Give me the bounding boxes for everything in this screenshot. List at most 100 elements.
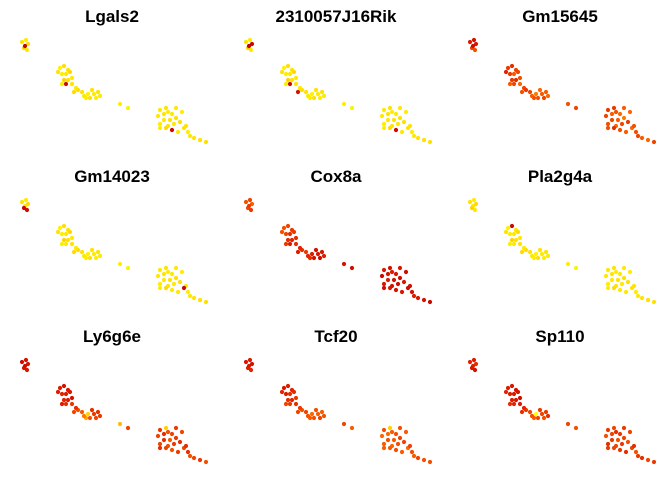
data-point (87, 255, 93, 261)
data-point (289, 397, 295, 403)
data-point (513, 77, 519, 83)
data-point (249, 41, 255, 47)
data-point (177, 279, 183, 285)
data-point (541, 255, 547, 261)
data-point (393, 127, 399, 133)
data-point (509, 383, 515, 389)
data-point (246, 363, 252, 369)
data-point (187, 133, 193, 139)
data-point (157, 281, 163, 287)
data-point (615, 437, 621, 443)
data-point (617, 127, 623, 133)
panel-title: Pla2g4a (527, 167, 593, 186)
data-point (87, 95, 93, 101)
data-point (341, 101, 347, 107)
panel-title: Lgals2 (85, 7, 139, 26)
data-point (543, 89, 549, 95)
data-point (65, 397, 71, 403)
data-point (81, 253, 87, 259)
data-point (163, 445, 169, 451)
data-point (609, 117, 615, 123)
data-point (421, 137, 427, 143)
scatter-plot (19, 197, 209, 305)
data-point (183, 123, 189, 129)
data-point (293, 235, 299, 241)
data-point (545, 413, 551, 419)
data-point (537, 407, 543, 413)
data-point (305, 413, 311, 419)
scatter-plot (19, 37, 209, 145)
data-point (619, 281, 625, 287)
data-point (615, 277, 621, 283)
data-point (391, 117, 397, 123)
data-point (511, 231, 517, 237)
data-point (59, 231, 65, 237)
data-point (181, 285, 187, 291)
data-point (471, 357, 477, 363)
data-point (23, 37, 29, 43)
data-point (157, 427, 163, 433)
scatter-plot (467, 357, 657, 465)
data-point (411, 293, 417, 299)
data-point (25, 41, 31, 47)
data-point (405, 285, 411, 291)
data-point (63, 401, 69, 407)
data-point (95, 409, 101, 415)
data-point (279, 389, 285, 395)
data-point (285, 77, 291, 83)
data-point (415, 295, 421, 301)
data-point (391, 277, 397, 283)
data-point (529, 413, 535, 419)
data-point (171, 281, 177, 287)
data-point (509, 223, 515, 229)
data-point (248, 207, 254, 213)
data-point (507, 71, 513, 77)
data-point (283, 401, 289, 407)
data-point (55, 229, 61, 235)
data-point (185, 449, 191, 455)
data-point (287, 231, 293, 237)
data-point (621, 265, 627, 271)
data-point (59, 401, 65, 407)
data-point (513, 237, 519, 243)
data-point (613, 269, 619, 275)
data-point (539, 411, 545, 417)
data-point (503, 229, 509, 235)
data-point (529, 253, 535, 259)
data-point (385, 117, 391, 123)
data-point (247, 37, 253, 43)
data-point (283, 241, 289, 247)
data-point (387, 425, 393, 431)
data-point (315, 411, 321, 417)
data-point (565, 421, 571, 427)
data-point (161, 117, 167, 123)
data-point (399, 289, 405, 295)
data-point (321, 93, 327, 99)
data-point (617, 271, 623, 277)
data-point (89, 87, 95, 93)
data-point (467, 359, 473, 365)
data-point (191, 135, 197, 141)
data-point (295, 89, 301, 95)
data-point (167, 437, 173, 443)
data-point (617, 287, 623, 293)
data-point (313, 87, 319, 93)
data-point (391, 437, 397, 443)
data-point (19, 199, 25, 205)
data-point (509, 63, 515, 69)
data-point (635, 453, 641, 459)
data-point (171, 121, 177, 127)
data-point (283, 71, 289, 77)
facet-panel: 2310057J16Rik (224, 0, 448, 160)
data-point (533, 251, 539, 257)
data-point (311, 95, 317, 101)
data-point (397, 105, 403, 111)
data-point (179, 109, 185, 115)
data-point (505, 385, 511, 391)
data-point (507, 231, 513, 237)
panel-title: Sp110 (535, 327, 585, 346)
data-point (537, 87, 543, 93)
data-point (61, 237, 67, 243)
data-point (470, 43, 476, 49)
data-point (185, 129, 191, 135)
